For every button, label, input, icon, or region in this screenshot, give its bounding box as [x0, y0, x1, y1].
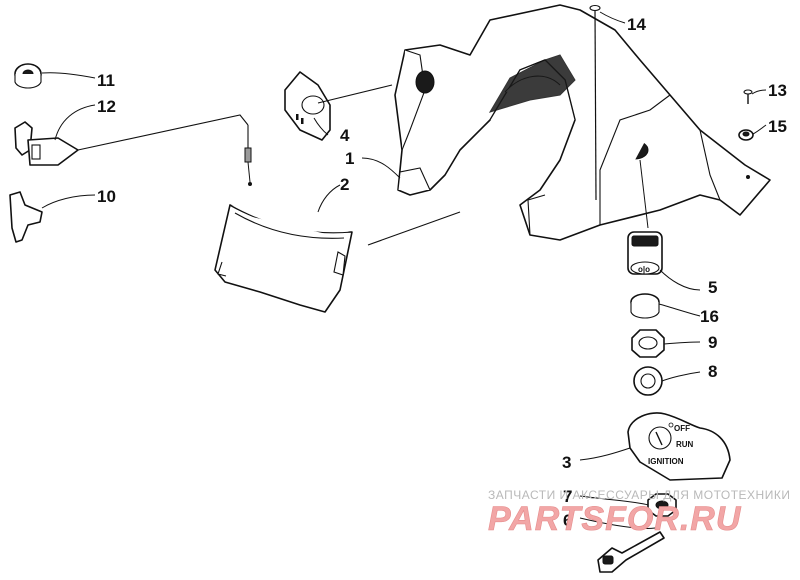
callout-5: 5 — [708, 278, 717, 297]
callout-16: 16 — [700, 307, 719, 326]
callout-8: 8 — [708, 362, 717, 381]
thumb-throttle-lever — [9, 191, 43, 243]
callout-6: 6 — [563, 511, 572, 530]
callout-9: 9 — [708, 333, 717, 352]
ignition-plate: OFF RUN IGNITION — [627, 412, 731, 481]
ignition-key — [597, 531, 665, 573]
callout-13: 13 — [768, 81, 787, 100]
callout-3: 3 — [562, 453, 571, 472]
throttle-cable-assembly — [14, 114, 252, 186]
locking-nut — [14, 63, 42, 89]
plate-off-label: OFF — [674, 424, 690, 433]
plate-run-label: RUN — [676, 440, 694, 449]
callout-7: 7 — [563, 487, 572, 506]
callout-4: 4 — [340, 126, 350, 145]
callout-labels: 1 2 3 4 5 6 7 8 9 10 11 12 13 14 15 16 — [97, 15, 787, 530]
svg-text:o|o: o|o — [638, 265, 650, 274]
callout-11: 11 — [97, 71, 115, 90]
plate-ignition-label: IGNITION — [648, 457, 684, 466]
washer-right — [738, 129, 754, 141]
switch-sleeve — [630, 293, 660, 319]
callout-12: 12 — [97, 97, 116, 116]
lock-washer — [633, 366, 663, 396]
ignition-nut — [647, 493, 677, 517]
watermark-logo: PARTSFOR.RU — [488, 500, 742, 538]
bracket-alignment-line — [317, 84, 393, 104]
ignition-switch-body: o|o — [627, 231, 663, 275]
watermark: ЗАПЧАСТИ И АКСЕССУАРЫ ДЛЯ МОТОТЕХНИКИ PA… — [488, 488, 790, 538]
switch-axis-line — [639, 159, 649, 229]
bracket-plate — [284, 71, 331, 141]
lower-cover-panel — [214, 204, 353, 313]
callout-15: 15 — [768, 117, 787, 136]
callout-1: 1 — [345, 149, 354, 168]
console-housing — [394, 4, 771, 241]
screw-top — [589, 4, 601, 201]
hex-nut — [631, 329, 665, 358]
callout-14: 14 — [627, 15, 646, 34]
callout-2: 2 — [340, 175, 349, 194]
leader-lines — [41, 11, 767, 529]
panel-edge-line — [367, 211, 461, 246]
watermark-caption: ЗАПЧАСТИ И АКСЕССУАРЫ ДЛЯ МОТОТЕХНИКИ — [488, 488, 790, 502]
screw-right — [743, 89, 753, 104]
callout-10: 10 — [97, 187, 116, 206]
